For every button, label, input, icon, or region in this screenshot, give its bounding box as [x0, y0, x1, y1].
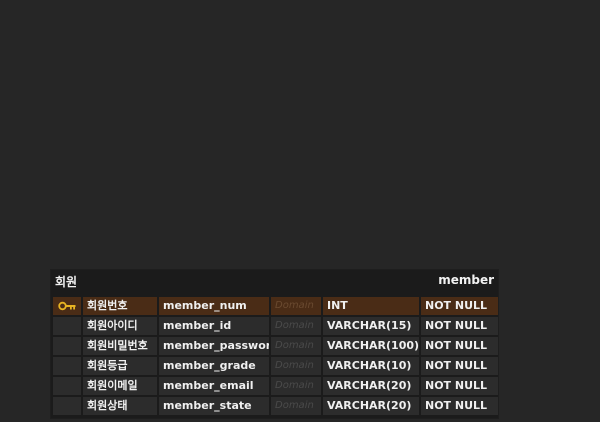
- column-physical-name[interactable]: member_id: [159, 317, 269, 335]
- column-icon-cell: [53, 357, 81, 375]
- entity-table-member[interactable]: 회원 member 회원번호 member_num Domain INT NOT…: [50, 269, 499, 419]
- column-data-type[interactable]: VARCHAR(20): [323, 397, 419, 415]
- column-data-type[interactable]: VARCHAR(15): [323, 317, 419, 335]
- column-nullable[interactable]: NOT NULL: [421, 357, 498, 375]
- column-data-type[interactable]: VARCHAR(100): [323, 337, 419, 355]
- column-logical-name[interactable]: 회원상태: [83, 397, 157, 415]
- column-domain[interactable]: Domain: [271, 397, 321, 415]
- column-data-type[interactable]: VARCHAR(20): [323, 377, 419, 395]
- column-domain[interactable]: Domain: [271, 357, 321, 375]
- column-data-type[interactable]: INT: [323, 297, 419, 315]
- entity-physical-name: member: [438, 273, 494, 287]
- column-domain[interactable]: Domain: [271, 317, 321, 335]
- column-nullable[interactable]: NOT NULL: [421, 397, 498, 415]
- column-physical-name[interactable]: member_state: [159, 397, 269, 415]
- column-icon-cell: [53, 297, 81, 315]
- column-domain[interactable]: Domain: [271, 337, 321, 355]
- column-logical-name[interactable]: 회원이메일: [83, 377, 157, 395]
- column-icon-cell: [53, 337, 81, 355]
- column-logical-name[interactable]: 회원비밀번호: [83, 337, 157, 355]
- column-nullable[interactable]: NOT NULL: [421, 337, 498, 355]
- column-physical-name[interactable]: member_grade: [159, 357, 269, 375]
- entity-header[interactable]: 회원 member: [51, 270, 498, 294]
- column-logical-name[interactable]: 회원번호: [83, 297, 157, 315]
- key-icon: [58, 301, 76, 311]
- column-nullable[interactable]: NOT NULL: [421, 317, 498, 335]
- column-nullable[interactable]: NOT NULL: [421, 377, 498, 395]
- column-nullable[interactable]: NOT NULL: [421, 297, 498, 315]
- column-domain[interactable]: Domain: [271, 297, 321, 315]
- column-icon-cell: [53, 317, 81, 335]
- column-data-type[interactable]: VARCHAR(10): [323, 357, 419, 375]
- column-physical-name[interactable]: member_password: [159, 337, 269, 355]
- column-physical-name[interactable]: member_num: [159, 297, 269, 315]
- column-icon-cell: [53, 377, 81, 395]
- column-icon-cell: [53, 397, 81, 415]
- column-logical-name[interactable]: 회원등급: [83, 357, 157, 375]
- entity-logical-name: 회원: [55, 275, 78, 289]
- column-logical-name[interactable]: 회원아이디: [83, 317, 157, 335]
- column-domain[interactable]: Domain: [271, 377, 321, 395]
- column-physical-name[interactable]: member_email: [159, 377, 269, 395]
